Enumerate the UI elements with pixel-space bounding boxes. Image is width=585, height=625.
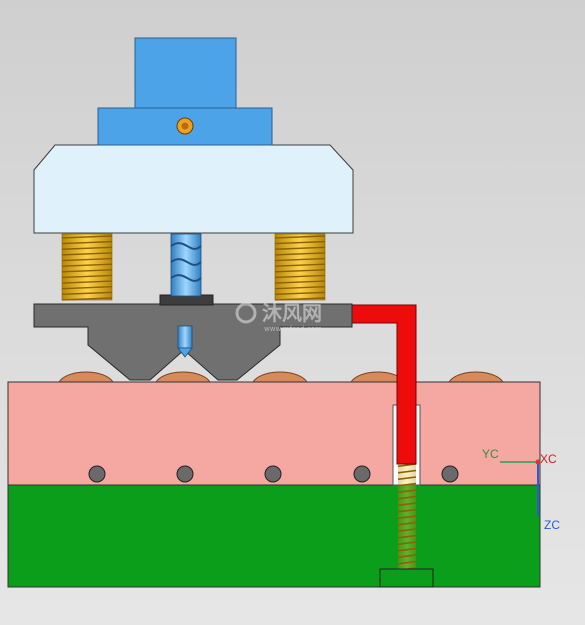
drill-tip <box>177 325 193 358</box>
bolt-row <box>88 465 459 483</box>
twist-drill <box>170 233 202 297</box>
bolt <box>88 465 106 483</box>
bolt <box>176 465 194 483</box>
lower-spring <box>397 462 417 572</box>
bolt <box>264 465 282 483</box>
axis-xc-label: XC <box>540 452 557 466</box>
right-spring <box>274 233 326 301</box>
axis-yc-label: YC <box>482 447 499 461</box>
green-base-block <box>7 484 541 588</box>
flange-screw-icon <box>176 117 194 135</box>
spring-foot <box>379 568 434 588</box>
bolt <box>353 465 371 483</box>
drill-holder <box>159 294 214 306</box>
watermark-logo: 沐风网 www.mfcad.com <box>235 301 322 333</box>
lower-plate <box>33 303 353 381</box>
watermark-text: 沐风网 <box>262 301 322 325</box>
left-spring <box>61 233 113 301</box>
cylinder-body <box>134 37 237 109</box>
watermark-subtext: www.mfcad.com <box>264 325 322 333</box>
axis-zc-label: ZC <box>544 518 560 532</box>
upper-plate <box>33 144 354 234</box>
axis-triad: YC XC ZC <box>482 447 560 532</box>
bolt <box>441 465 459 483</box>
